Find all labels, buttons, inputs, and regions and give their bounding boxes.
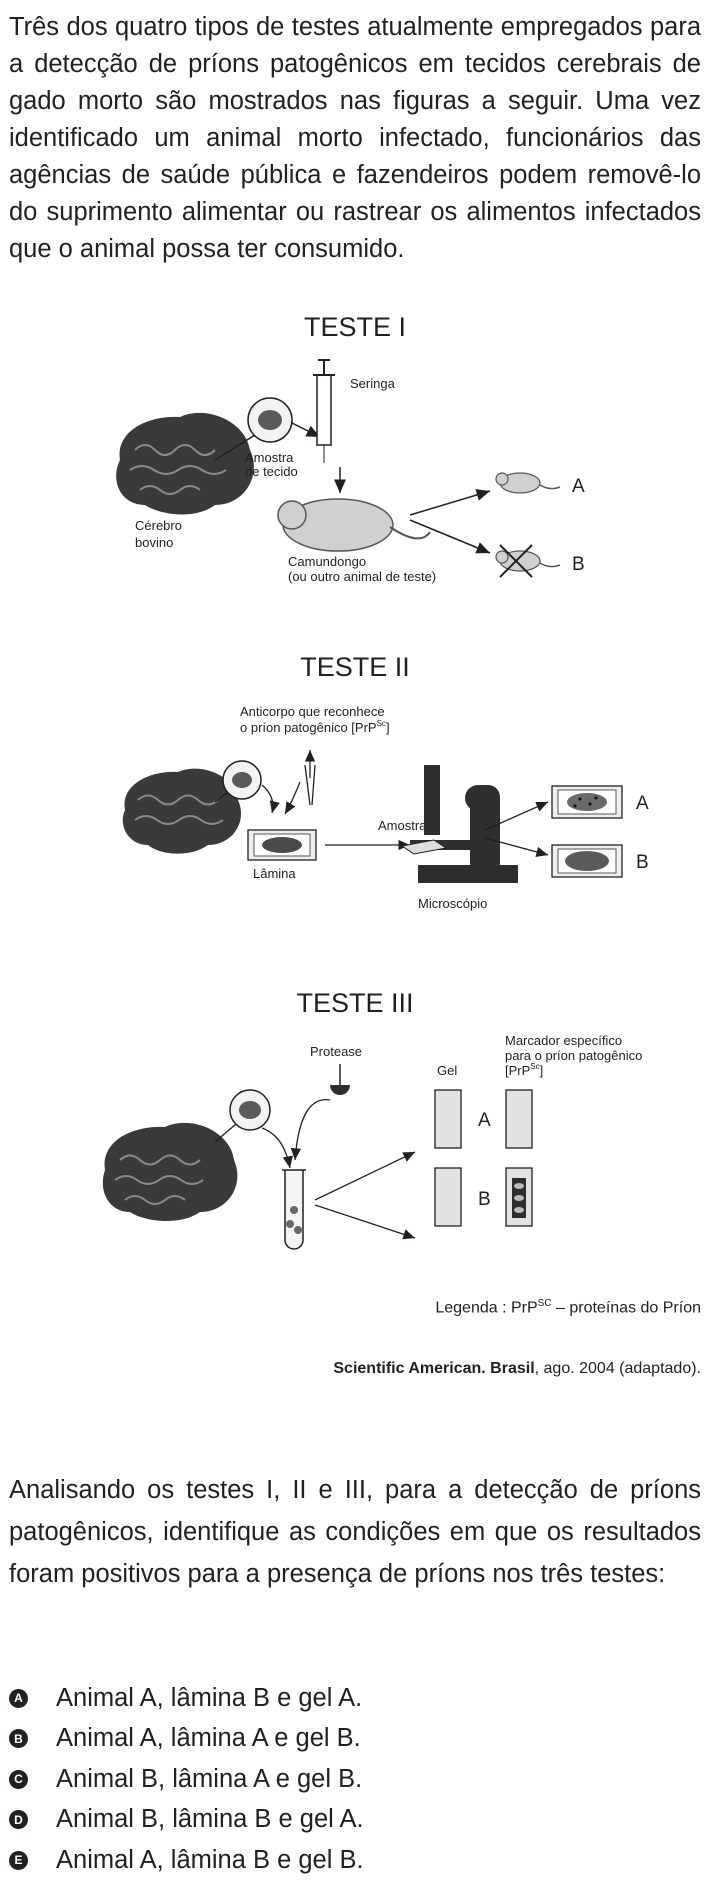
option-c-badge: C bbox=[9, 1769, 28, 1789]
mouse-a-icon bbox=[495, 472, 561, 494]
option-d-badge: D bbox=[9, 1810, 28, 1830]
brain-label-1: Cérebro bbox=[135, 518, 182, 533]
brain-label-2: bovino bbox=[135, 535, 173, 550]
brain-icon bbox=[116, 412, 254, 515]
sample-label: Amostra bbox=[378, 818, 427, 833]
option-a-badge: A bbox=[9, 1688, 28, 1708]
test2-figure: Anticorpo que reconhece o príon patogêni… bbox=[122, 704, 649, 911]
intro-paragraph: Três dos quatro tipos de testes atualmen… bbox=[9, 13, 701, 263]
gel-label: Gel bbox=[437, 1063, 457, 1078]
gel-a-label: A bbox=[478, 1110, 491, 1131]
legend: Legenda : PrPSC – proteínas do Príon bbox=[435, 1298, 701, 1317]
option-b-text: Animal A, lâmina A e gel B. bbox=[56, 1724, 361, 1753]
mouse-b-label: B bbox=[572, 554, 585, 575]
option-b[interactable]: B Animal A, lâmina A e gel B. bbox=[9, 1719, 364, 1760]
gel-a-icon bbox=[434, 1089, 462, 1149]
slide-a-icon bbox=[551, 785, 623, 819]
gel-b-label: B bbox=[478, 1189, 491, 1210]
syringe-icon bbox=[313, 359, 335, 463]
option-a[interactable]: A Animal A, lâmina B e gel A. bbox=[9, 1678, 364, 1719]
test3-figure: Protease Marcador específico para o prío… bbox=[102, 1033, 642, 1250]
syringe-label: Seringa bbox=[350, 376, 396, 391]
protease-label: Protease bbox=[310, 1044, 362, 1059]
marker-a-icon bbox=[505, 1089, 533, 1149]
test2-title: TESTE II bbox=[300, 652, 410, 682]
test-tube-icon bbox=[282, 1169, 306, 1250]
test1-figure: Cérebro bovino Amostra de tecido Seringa… bbox=[116, 359, 585, 584]
mouse-label-1: Camundongo bbox=[288, 554, 366, 569]
slide-icon bbox=[247, 829, 317, 861]
option-c[interactable]: C Animal B, lâmina A e gel B. bbox=[9, 1759, 364, 1800]
answer-options: A Animal A, lâmina B e gel A. B Animal A, … bbox=[9, 1678, 364, 1881]
slide-label: Lâmina bbox=[253, 866, 296, 881]
option-b-badge: B bbox=[9, 1729, 28, 1749]
mouse-a-label: A bbox=[572, 476, 585, 497]
gel-b-icon bbox=[434, 1167, 462, 1227]
antibody-label-1: Anticorpo que reconhece bbox=[240, 704, 385, 719]
marker-label-3: [PrPSc] bbox=[505, 1062, 543, 1078]
option-c-text: Animal B, lâmina A e gel B. bbox=[56, 1764, 363, 1793]
marker-b-icon bbox=[505, 1167, 533, 1227]
sample-label-1: Amostra bbox=[245, 450, 294, 465]
brain-icon bbox=[122, 768, 242, 854]
option-a-text: Animal A, lâmina B e gel A. bbox=[56, 1683, 363, 1712]
option-e-badge: E bbox=[9, 1850, 28, 1870]
mouse-icon bbox=[277, 498, 431, 552]
question-text: Analisando os testes I, II e III, para a… bbox=[9, 1476, 701, 1588]
slide-b-icon bbox=[551, 844, 623, 878]
mouse-label-2: (ou outro animal de teste) bbox=[288, 569, 436, 584]
brain-icon bbox=[102, 1122, 238, 1222]
option-d[interactable]: D Animal B, lâmina B e gel A. bbox=[9, 1800, 364, 1841]
pipette-icon bbox=[304, 764, 316, 806]
option-e-text: Animal A, lâmina B e gel B. bbox=[56, 1845, 364, 1874]
marker-label-1: Marcador específico bbox=[505, 1033, 622, 1048]
protease-dropper-icon bbox=[330, 1064, 350, 1095]
marker-label-2: para o príon patogênico bbox=[505, 1048, 642, 1063]
antibody-label-2: o príon patogênico [PrPSc] bbox=[240, 719, 390, 735]
slide-a-label: A bbox=[636, 793, 649, 814]
option-e[interactable]: E Animal A, lâmina B e gel B. bbox=[9, 1840, 364, 1881]
mouse-b-icon bbox=[495, 544, 561, 578]
option-d-text: Animal B, lâmina B e gel A. bbox=[56, 1805, 364, 1834]
source-citation: Scientific American. Brasil, ago. 2004 (… bbox=[333, 1360, 701, 1377]
sample-label-2: de tecido bbox=[245, 464, 298, 479]
slide-b-label: B bbox=[636, 852, 649, 873]
microscope-label: Microscópio bbox=[418, 896, 487, 911]
test1-title: TESTE I bbox=[303, 312, 406, 342]
test3-title: TESTE III bbox=[296, 988, 414, 1018]
